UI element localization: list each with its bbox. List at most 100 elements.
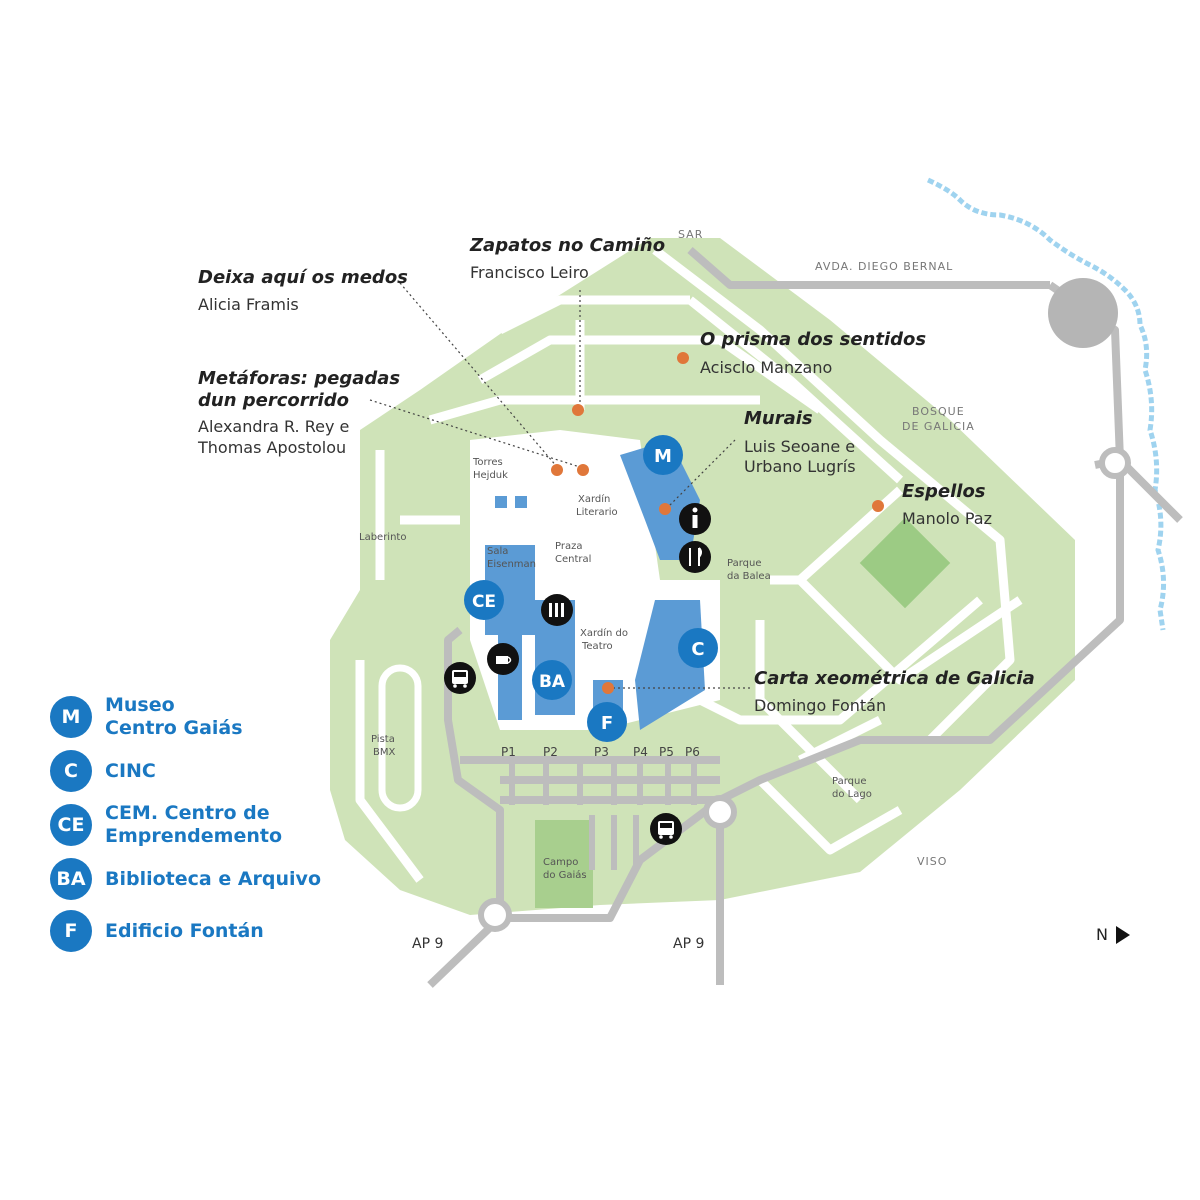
north-label: N [1096,925,1108,944]
place-label: Torres [472,457,503,468]
artwork-title: dun percorrido [198,390,349,411]
place-label: BMX [373,747,395,758]
parking-label: P1 [501,745,516,759]
bmx-track [378,664,422,812]
auditorium-icon[interactable] [541,594,573,626]
legend-label: Museo Centro Gaiás [105,694,345,740]
parking-label: P3 [594,745,609,759]
legend-item-cinc[interactable]: C CINC [50,750,370,792]
building-ba[interactable]: BA [532,660,572,700]
legend-label-line: Biblioteca e Arquivo [105,867,321,890]
artwork-title: Metáforas: pegadas [198,368,400,389]
legend-badge: F [50,910,92,952]
place-label: Xardín do [580,627,628,639]
campo-gaias-field [535,820,593,908]
road-label: AVDA. DIEGO BERNAL [815,260,953,273]
place-label: Parque [727,558,761,569]
building-f[interactable]: F [587,702,627,742]
legend-label: Biblioteca e Arquivo [105,868,345,891]
legend-label: CEM. Centro de Emprendemento [105,802,345,848]
place-label: Central [555,554,591,565]
place-label: Praza [555,541,582,552]
artwork-artist: Francisco Leiro [470,263,589,282]
parking-stalls [509,760,697,870]
bus-icon[interactable] [444,662,476,694]
place-label: Parque [832,776,866,787]
artwork-artist: Thomas Apostolou [197,438,346,457]
footpaths [355,246,1023,883]
place-label: Hejduk [473,470,508,481]
place-label: Laberinto [359,532,406,543]
place-label: Sala [487,546,508,557]
restaurant-icon[interactable] [679,541,711,573]
place-label: do Gaiás [543,869,587,881]
legend-item-museo[interactable]: M Museo Centro Gaiás [50,694,370,740]
svg-text:F: F [601,713,613,734]
place-label: Campo [543,857,578,868]
park-area [330,238,1075,915]
svg-text:CE: CE [472,592,496,612]
artwork-artist: Manolo Paz [902,509,992,528]
roundabout [1099,447,1131,479]
roundabout [478,898,512,932]
legend-label-line: Museo [105,694,175,716]
artwork-title: Espellos [902,481,986,502]
place-label: do Lago [832,789,872,800]
artwork-title: Deixa aquí os medos [198,267,408,288]
road-label: SAR [678,228,703,241]
cafe-icon[interactable] [487,643,519,675]
artwork-artist: Alicia Framis [198,295,299,314]
legend-label: CINC [105,760,345,783]
parking-label: P4 [633,745,648,759]
legend-badge: M [50,696,92,738]
artwork-title: Carta xeométrica de Galicia [754,668,1035,689]
artwork-title: Murais [744,408,813,429]
road-label: AP 9 [412,936,443,952]
info-icon[interactable] [679,503,711,535]
building-ce[interactable]: CE [464,580,504,620]
artwork-artist: Alexandra R. Rey e [198,417,349,436]
area-label: BOSQUE [912,405,965,418]
artwork-title: Zapatos no Camiño [469,235,665,256]
building-c[interactable]: C [678,628,718,668]
north-arrow-icon [1115,925,1130,944]
roundabout [703,795,737,829]
artwork-title: O prisma dos sentidos [700,329,926,350]
place-label: Eisenman [487,559,536,570]
parking-label: P5 [659,745,674,759]
artwork-markers [551,352,884,694]
building-m[interactable]: M [643,435,683,475]
legend-label-line: CINC [105,759,156,782]
parking-label: P6 [685,745,700,759]
road-label: AP 9 [673,936,704,952]
north-indicator: N [1096,925,1130,944]
legend: M Museo Centro Gaiás C CINC CE CEM. Cent… [50,694,370,962]
place-label: Literario [576,507,618,518]
artwork-artist: Luis Seoane e [744,437,855,456]
legend-item-biblioteca[interactable]: BA Biblioteca e Arquivo [50,858,370,900]
artwork-artist: Urbano Lugrís [744,457,856,476]
legend-item-fontan[interactable]: F Edificio Fontán [50,910,370,952]
parking-label: P2 [543,745,558,759]
place-label: da Balea [727,571,771,582]
bus-icon[interactable] [650,813,682,845]
road-label: VISO [917,855,947,868]
place-label: Xardín [578,493,610,505]
roundabout-large [1048,278,1118,348]
legend-item-cem[interactable]: CE CEM. Centro de Emprendemento [50,802,370,848]
legend-label-line: Edificio Fontán [105,919,264,942]
legend-label: Edificio Fontán [105,920,345,943]
area-label: DE GALICIA [902,420,975,433]
roads [427,246,1183,988]
artwork-artist: Acisclo Manzano [700,358,832,377]
legend-label-line: Centro Gaiás [105,717,243,739]
legend-label-line: Emprendemento [105,825,282,847]
svg-text:M: M [654,446,672,467]
legend-badge: CE [50,804,92,846]
artwork-artist: Domingo Fontán [754,696,886,715]
legend-badge: C [50,750,92,792]
legend-badge: BA [50,858,92,900]
place-label: Pista [371,734,395,745]
leader-lines [369,282,750,689]
